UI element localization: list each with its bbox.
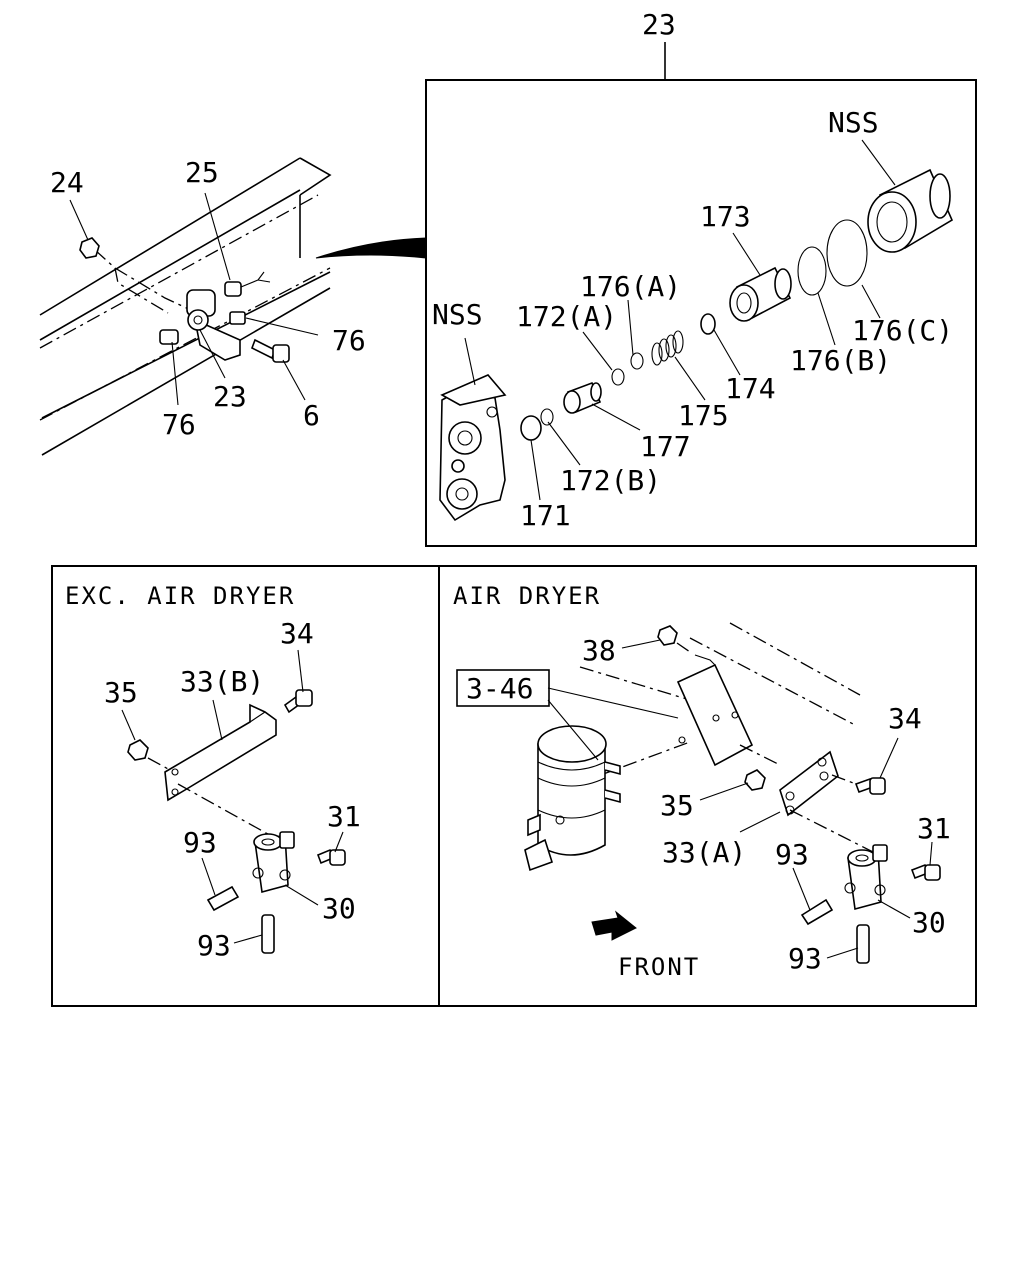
- callout-34-dryer: 34: [888, 702, 922, 735]
- callout-93b-dryer: 93: [788, 942, 822, 975]
- label-nss-left: NSS: [432, 298, 483, 331]
- callout-93a-exc: 93: [183, 826, 217, 859]
- part-171: [520, 415, 542, 441]
- front-label: FRONT: [618, 953, 700, 981]
- callout-175: 175: [678, 399, 729, 432]
- valve-30-dryer: [844, 844, 888, 911]
- ref-3-46: 3-46: [466, 672, 533, 705]
- callout-176b: 176(B): [790, 344, 891, 377]
- callout-34-exc: 34: [280, 617, 314, 650]
- part-176a: [630, 352, 644, 370]
- callout-174: 174: [725, 372, 776, 405]
- detail-reference-23: 23: [642, 8, 676, 41]
- air-dryer-canister: [524, 725, 621, 872]
- part-175-spring: [651, 330, 684, 366]
- callout-23: 23: [213, 380, 247, 413]
- callout-24: 24: [50, 166, 84, 199]
- callout-35-dryer: 35: [660, 789, 694, 822]
- valve-detail-box: 23: [425, 8, 977, 547]
- panel-caption-exc-air-dryer: EXC. AIR DRYER: [65, 582, 295, 610]
- callout-172b: 172(B): [560, 464, 661, 497]
- callout-76-right: 76: [332, 324, 366, 357]
- exc-air-dryer-panel: EXC. AIR DRYER: [51, 565, 440, 1007]
- callout-38: 38: [582, 634, 616, 667]
- part-173: [729, 266, 792, 322]
- nss-cap-part: [867, 168, 954, 253]
- callout-25: 25: [185, 156, 219, 189]
- callout-6: 6: [303, 399, 320, 432]
- part-176c: [826, 219, 868, 287]
- callout-176a: 176(A): [580, 270, 681, 303]
- callout-33b: 33(B): [180, 665, 264, 698]
- callout-31-dryer: 31: [917, 812, 951, 845]
- callout-33a: 33(A): [662, 836, 746, 869]
- ref-box-3-46: [456, 669, 550, 707]
- part-176b: [797, 246, 827, 296]
- callout-173: 173: [700, 200, 751, 233]
- valve-30-exc: [252, 831, 295, 894]
- panel-caption-air-dryer: AIR DRYER: [453, 582, 601, 610]
- part-174: [700, 313, 716, 335]
- label-nss-top: NSS: [828, 106, 879, 139]
- air-dryer-panel: AIR DRYER: [438, 565, 977, 1007]
- part-172a: [611, 368, 625, 386]
- callout-35-exc: 35: [104, 676, 138, 709]
- detail-frame: [425, 79, 977, 547]
- callout-171: 171: [520, 499, 571, 532]
- callout-177: 177: [640, 430, 691, 463]
- callout-172a: 172(A): [516, 300, 617, 333]
- part-177: [563, 381, 602, 414]
- callout-93b-exc: 93: [197, 929, 231, 962]
- callout-76-left: 76: [162, 408, 196, 441]
- callout-30-dryer: 30: [912, 906, 946, 939]
- callout-93a-dryer: 93: [775, 838, 809, 871]
- callout-176c: 176(C): [852, 314, 953, 347]
- front-arrow-icon: [591, 910, 637, 941]
- callout-30-exc: 30: [322, 892, 356, 925]
- part-172b: [540, 408, 554, 426]
- valve-body-part: [439, 374, 507, 522]
- frame-overview: 24 25 76 76 23 6: [39, 156, 427, 456]
- callout-31-exc: 31: [327, 800, 361, 833]
